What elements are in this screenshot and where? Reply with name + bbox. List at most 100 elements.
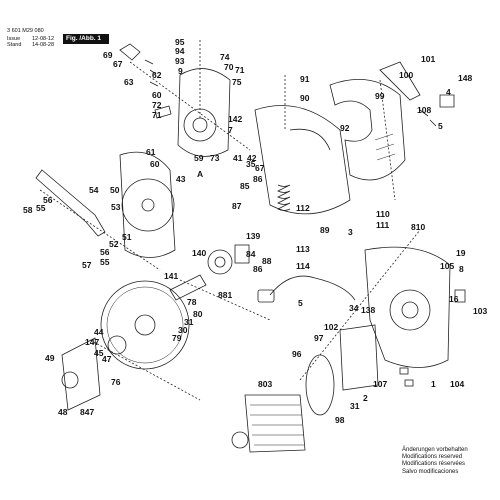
part-number-label: 60 [152,90,162,100]
figure-label: Fig. /Abb. 1 [63,34,109,44]
part-number-label: 70 [224,62,234,72]
part-number-label: 79 [172,333,182,343]
part-number-label: 91 [300,74,310,84]
part-number-label: 104 [450,379,465,389]
part-number-label: 19 [456,248,466,258]
modification-notes: Änderungen vorbehalten Modifications res… [402,447,468,476]
part-number-label: 76 [111,377,121,387]
part-number-label: 30 [178,325,188,335]
part-number-label: 5 [298,298,303,308]
part-number-label: 43 [176,174,186,184]
document-number: 3 601 M29 080 [7,28,44,34]
part-number-label: 85 [240,181,250,191]
part-number-label: 69 [103,50,113,60]
part-number-label: 49 [45,353,55,363]
part-number-label: 98 [335,415,345,425]
note-en: Modifications reserved [402,454,463,461]
part-number-label: 47 [102,354,112,364]
part-number-label: 31 [350,401,360,411]
part-number-label: 71 [235,65,245,75]
part-number-label: 101 [421,54,436,64]
issue-label: Issue [7,36,21,42]
part-number-label: 62 [152,70,162,80]
part-number-label: 54 [89,185,99,195]
part-number-label: 92 [340,123,350,133]
part-number-label: 96 [292,349,302,359]
part-number-label: 71 [152,110,162,120]
part-number-label: 56 [100,247,110,257]
note-fr: Modifications réservées [402,461,466,468]
part-number-label: 99 [375,91,385,101]
part-number-label: 1 [431,379,436,389]
part-number-label: 51 [122,232,132,242]
part-number-label: 50 [110,185,120,195]
part-number-label: 94 [175,46,185,56]
part-number-label: 847 [80,407,95,417]
part-number-label: 55 [36,203,46,213]
stand-label: Stand [7,42,22,48]
part-number-label: 58 [23,205,33,215]
part-number-label: 86 [253,174,263,184]
stand-date: 14-08-28 [32,42,55,48]
part-number-label: 142 [228,114,243,124]
part-number-label: 102 [324,322,339,332]
part-number-label: 87 [232,201,242,211]
part-number-label: 7 [228,125,233,135]
issue-date: 12-08-12 [32,36,55,42]
part-number-label: 95 [175,37,185,47]
part-number-label: 148 [458,73,473,83]
part-number-label: 78 [187,297,197,307]
part-number-label: 881 [218,290,233,300]
part-number-label: 52 [109,239,119,249]
part-number-label: 84 [246,249,256,259]
part-number-label: 35 [246,159,256,169]
part-number-label: 16 [449,294,459,304]
part-number-label: 9 [178,66,183,76]
part-number-label: 107 [373,379,388,389]
part-number-label: 59 [194,153,204,163]
part-number-label: 141 [164,271,179,281]
part-number-label: 34 [349,303,359,313]
part-number-label: 55 [100,257,110,267]
part-number-label: 139 [246,231,261,241]
part-number-label: 45 [94,348,104,358]
part-number-label: 72 [152,100,162,110]
part-number-label: 113 [296,244,310,254]
note-es: Salvo modificaciones [402,468,459,475]
part-number-label: 57 [82,260,92,270]
part-number-label: 88 [262,256,272,266]
part-number-label: 67 [255,163,265,173]
part-number-label: A [197,169,204,179]
part-number-label: 5 [438,121,443,131]
part-number-label: 41 [233,153,243,163]
part-number-label: 112 [296,203,310,213]
part-number-label: 8 [459,264,464,274]
part-number-label: 100 [399,70,414,80]
part-number-label: 44 [94,327,104,337]
part-number-label: 114 [296,261,310,271]
part-number-label: 89 [320,225,330,235]
part-number-label: 75 [232,77,242,87]
part-number-label: 80 [193,309,203,319]
part-number-label: 147 [85,337,100,347]
part-number-label: 53 [111,202,121,212]
part-number-label: 61 [146,147,156,157]
part-number-label: 63 [124,77,134,87]
part-number-label: 90 [300,93,310,103]
part-number-label: 108 [417,105,432,115]
part-number-label: 140 [192,248,207,258]
part-number-label: 74 [220,52,230,62]
part-number-label: 31 [184,317,194,327]
part-number-label: 4 [446,87,451,97]
part-number-label: 105 [440,261,455,271]
part-number-label: 73 [210,153,220,163]
part-number-label: 2 [363,393,368,403]
part-number-label: 3 [348,227,353,237]
part-number-label: 97 [314,333,324,343]
part-number-label: 86 [253,264,263,274]
part-number-label: 60 [150,159,160,169]
part-number-label: 42 [247,153,257,163]
part-number-label: 803 [258,379,273,389]
